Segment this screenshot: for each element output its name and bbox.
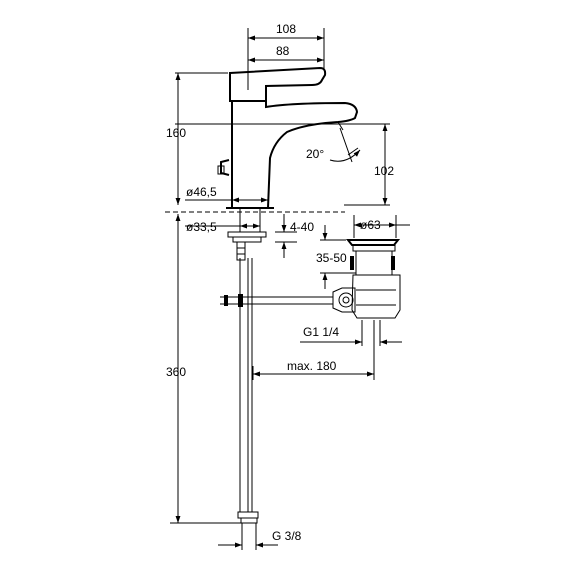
mounting-shank bbox=[227, 208, 267, 261]
extension-lines bbox=[165, 28, 397, 550]
waste-drain bbox=[332, 239, 401, 319]
label-35-50: 35-50 bbox=[316, 251, 347, 265]
dimension-labels: 108 88 160 20° 102 ø46,5 ø33,5 4-40 ø63 … bbox=[166, 22, 394, 543]
label-max-180: max. 180 bbox=[287, 359, 337, 373]
label-diameter-63: ø63 bbox=[360, 218, 381, 232]
label-diameter-33-5: ø33,5 bbox=[186, 220, 217, 234]
label-160: 160 bbox=[166, 126, 186, 140]
popup-rod bbox=[220, 294, 333, 307]
label-4-40: 4-40 bbox=[290, 220, 314, 234]
label-20-degree: 20° bbox=[306, 147, 324, 161]
dimension-lines bbox=[175, 35, 410, 548]
label-102: 102 bbox=[374, 164, 394, 178]
label-g1-1-4: G1 1/4 bbox=[303, 325, 339, 339]
label-108: 108 bbox=[276, 22, 296, 36]
label-g-3-8: G 3/8 bbox=[272, 529, 302, 543]
label-360: 360 bbox=[166, 365, 186, 379]
label-88: 88 bbox=[276, 44, 290, 58]
faucet-body bbox=[217, 66, 359, 209]
label-diameter-46-5: ø46,5 bbox=[186, 185, 217, 199]
